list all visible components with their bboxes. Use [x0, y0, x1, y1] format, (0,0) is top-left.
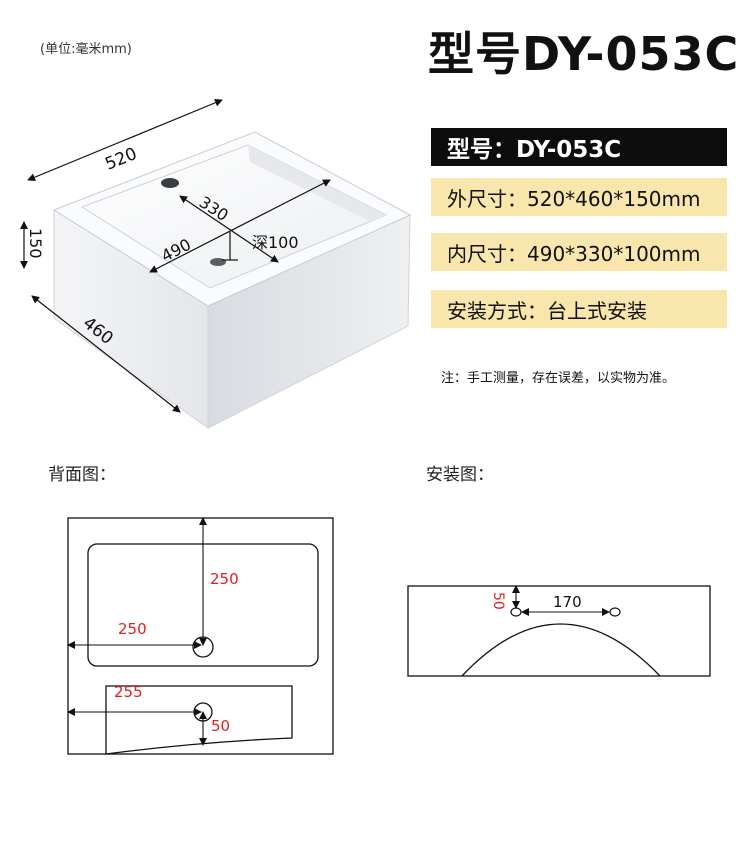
spec-model: 型号：DY-053C	[431, 128, 727, 166]
faucet-hole-icon	[161, 178, 179, 188]
measurement-note: 注：手工测量，存在误差，以实物为准。	[441, 371, 676, 386]
back-view-outline	[67, 517, 334, 755]
basin-illustration	[52, 131, 412, 429]
dim-inner-depth-label: 深100	[252, 233, 299, 252]
install-view-diagram	[407, 585, 711, 677]
unit-note: (单位:毫米mm)	[40, 42, 132, 57]
install-left-hole-icon	[510, 607, 522, 617]
back-dim-vertical-label: 250	[210, 570, 239, 588]
dim-line-depth	[31, 295, 181, 413]
back-view-diagram	[67, 517, 334, 755]
dim-width-label: 520	[102, 144, 140, 175]
dim-line-inner-length	[179, 195, 279, 263]
dim-height-label: 150	[26, 228, 45, 259]
back-dim-lower-label: 255	[114, 683, 143, 701]
spec-inner-size: 内尺寸：490*330*100mm	[431, 233, 727, 271]
model-title: 型号DY-053C	[428, 27, 740, 81]
spec-outer-size: 外尺寸：520*460*150mm	[431, 178, 727, 216]
install-view-label: 安装图：	[426, 465, 494, 485]
dim-line-width	[27, 98, 223, 182]
spec-install-type: 安装方式：台上式安装	[431, 290, 727, 328]
back-view-label: 背面图：	[48, 465, 116, 485]
back-dim-small-label: 50	[211, 717, 230, 735]
install-right-hole-icon	[609, 607, 621, 617]
install-view-arch	[461, 623, 661, 677]
install-view-outline	[407, 585, 711, 677]
back-dim-horizontal-label: 250	[118, 620, 147, 638]
drain-icon	[210, 258, 226, 266]
install-dim-horizontal-label: 170	[553, 593, 582, 611]
install-dim-vertical-label: 50	[490, 592, 506, 610]
